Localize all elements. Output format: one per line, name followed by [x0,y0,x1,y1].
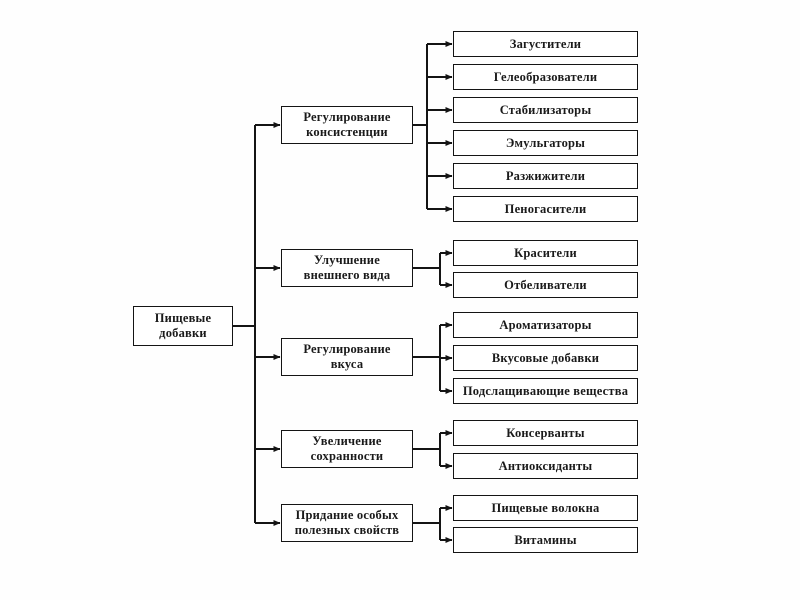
leaf-node-4-1[interactable]: Консерванты [453,420,638,446]
node-label: Красители [514,245,577,260]
node-label: Регулирование консистенции [303,110,391,139]
node-label: Подслащивающие вещества [462,383,629,398]
node-label: Отбеливатели [504,277,587,292]
node-label: Улучшение внешнего вида [303,253,391,282]
leaf-node-5-2[interactable]: Витамины [453,527,638,553]
node-label: Пищевые волокна [491,500,600,515]
node-label: Эмульгаторы [505,135,586,150]
leaf-node-4-2[interactable]: Антиоксиданты [453,453,638,479]
node-label: Вкусовые добавки [491,350,600,365]
node-label: Пеногасители [504,201,587,216]
leaf-node-3-1[interactable]: Ароматизаторы [453,312,638,338]
leaf-node-1-3[interactable]: Стабилизаторы [453,97,638,123]
leaf-node-3-3[interactable]: Подслащивающие вещества [453,378,638,404]
branch-node-2[interactable]: Улучшение внешнего вида [281,249,413,287]
leaf-node-1-2[interactable]: Гелеобразователи [453,64,638,90]
node-label: Пищевые добавки [154,311,212,340]
node-label: Антиоксиданты [498,458,593,473]
root-node-food-additives[interactable]: Пищевые добавки [133,306,233,346]
node-label: Гелеобразователи [493,69,598,84]
node-label: Стабилизаторы [499,102,592,117]
node-label: Придание особых полезных свойств [294,508,400,537]
branch-node-3[interactable]: Регулирование вкуса [281,338,413,376]
node-label: Консерванты [506,425,585,440]
leaf-node-2-1[interactable]: Красители [453,240,638,266]
node-label: Регулирование вкуса [303,342,391,371]
branch-node-5[interactable]: Придание особых полезных свойств [281,504,413,542]
node-label: Витамины [514,532,577,547]
branch-node-1[interactable]: Регулирование консистенции [281,106,413,144]
leaf-node-1-6[interactable]: Пеногасители [453,196,638,222]
node-label: Ароматизаторы [499,317,592,332]
leaf-node-1-1[interactable]: Загустители [453,31,638,57]
leaf-node-5-1[interactable]: Пищевые волокна [453,495,638,521]
leaf-node-2-2[interactable]: Отбеливатели [453,272,638,298]
leaf-node-1-4[interactable]: Эмульгаторы [453,130,638,156]
branch-node-4[interactable]: Увеличение сохранности [281,430,413,468]
connector-lines [233,41,453,543]
node-label: Увеличение сохранности [310,434,384,463]
node-label: Загустители [509,36,582,51]
node-label: Разжижители [505,168,586,183]
leaf-node-1-5[interactable]: Разжижители [453,163,638,189]
leaf-node-3-2[interactable]: Вкусовые добавки [453,345,638,371]
